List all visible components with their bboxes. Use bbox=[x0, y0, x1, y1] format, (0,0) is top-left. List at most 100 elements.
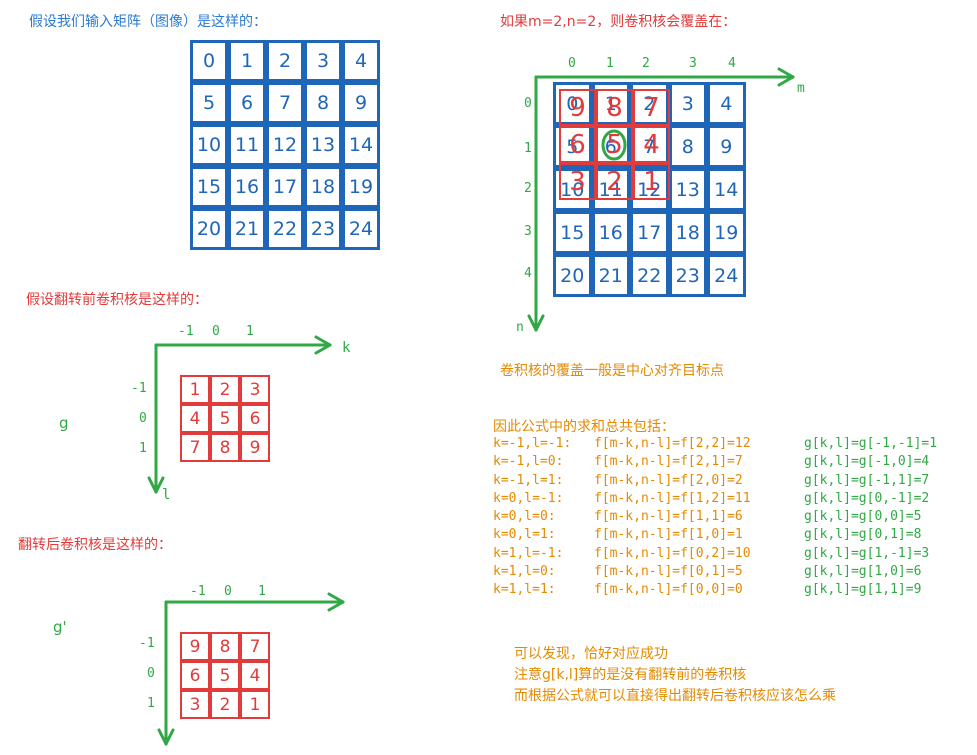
kernel-after-cell: 1 bbox=[240, 690, 270, 719]
input-matrix-cell: 4 bbox=[342, 40, 380, 82]
kernel-after-cell: 7 bbox=[240, 632, 270, 661]
kernel-before-row-tick: 1 bbox=[139, 441, 147, 456]
overlay-matrix-cell: 10 bbox=[553, 168, 592, 211]
kernel-before-col-tick: -1 bbox=[178, 324, 194, 339]
overlay-kernel-cell: 1 bbox=[633, 163, 670, 200]
kernel-before-l-axis-head bbox=[154, 476, 165, 494]
formula-condition: k=1,l=-1: bbox=[493, 545, 564, 561]
overlay-matrix-cell: 18 bbox=[668, 211, 707, 254]
kernel-after-row-tick: 1 bbox=[147, 696, 155, 711]
overlay-matrix-cell: 11 bbox=[591, 168, 630, 211]
input-matrix-cell: 6 bbox=[228, 82, 266, 124]
overlay-kernel-cell: 4 bbox=[633, 126, 670, 163]
overlay-matrix-cell: 22 bbox=[630, 254, 669, 297]
formula-f-term: f[m-k,n-l]=f[0,1]=5 bbox=[594, 564, 743, 580]
kernel-before-col-tick: 0 bbox=[212, 324, 220, 339]
overlay-n-axis-label: n bbox=[516, 320, 524, 335]
kernel-after-cell: 8 bbox=[210, 632, 240, 661]
kernel-before-cell: 5 bbox=[210, 404, 240, 433]
overlay-matrix-cell: 19 bbox=[707, 211, 746, 254]
input-matrix-cell: 15 bbox=[190, 166, 228, 208]
kernel-before-title: 假设翻转前卷积核是这样的： bbox=[26, 292, 208, 308]
kernel-before-row-tick: -1 bbox=[131, 381, 147, 396]
formula-condition: k=0,l=-1: bbox=[493, 490, 564, 506]
overlay-kernel-cell: 8 bbox=[596, 89, 633, 126]
formula-g-term: g[k,l]=g[-1,-1]=1 bbox=[804, 436, 938, 451]
formula-f-term: f[m-k,n-l]=f[1,1]=6 bbox=[594, 509, 743, 525]
formula-condition: k=1,l=0: bbox=[493, 564, 556, 580]
kernel-before-cell: 6 bbox=[240, 404, 270, 433]
formula-condition: k=0,l=0: bbox=[493, 509, 556, 525]
formula-left-column: k=-1,l=-1:k=-1,l=0:k=-1,l=1:k=0,l=-1:k=0… bbox=[493, 435, 571, 600]
input-matrix-cell: 24 bbox=[342, 208, 380, 250]
input-matrix-cell: 17 bbox=[266, 166, 304, 208]
kernel-before-k-axis-head bbox=[314, 335, 332, 347]
formula-f-term: f[m-k,n-l]=f[2,1]=7 bbox=[594, 454, 743, 470]
overlay-col-tick: 2 bbox=[642, 56, 650, 71]
center-highlight bbox=[601, 129, 627, 161]
input-matrix-cell: 11 bbox=[228, 124, 266, 166]
kernel-after-row-tick: 0 bbox=[147, 666, 155, 681]
formula-condition: k=0,l=1: bbox=[493, 527, 556, 543]
formula-g-term: g[k,l]=g[-1,1]=7 bbox=[804, 472, 930, 488]
input-matrix-cell: 2 bbox=[266, 40, 304, 82]
formula-g-term: g[k,l]=g[1,0]=6 bbox=[804, 564, 922, 580]
kernel-before-label: g bbox=[59, 414, 69, 432]
input-matrix-cell: 16 bbox=[228, 166, 266, 208]
formula-condition: k=-1,l=-1: bbox=[493, 436, 572, 451]
kernel-after-cell: 6 bbox=[180, 661, 210, 690]
input-matrix-title: 假设我们输入矩阵（图像）是这样的： bbox=[29, 14, 267, 30]
kernel-before-cell: 9 bbox=[240, 433, 270, 462]
kernel-after-title: 翻转后卷积核是这样的： bbox=[18, 537, 172, 553]
overlay-row-tick: 4 bbox=[524, 266, 532, 281]
kernel-before-l-axis-label: l bbox=[162, 487, 171, 503]
overlay-matrix-cell: 21 bbox=[591, 254, 630, 297]
kernel-after-cell: 5 bbox=[210, 661, 240, 690]
kernel-after-l-axis-head bbox=[164, 728, 175, 746]
overlay-m-axis-head bbox=[777, 67, 795, 79]
formula-f-term: f[m-k,n-l]=f[0,0]=0 bbox=[594, 582, 743, 598]
input-matrix-cell: 20 bbox=[190, 208, 228, 250]
kernel-after-cell: 3 bbox=[180, 690, 210, 719]
kernel-after-k-axis-head bbox=[327, 592, 345, 604]
overlay-kernel-cell: 3 bbox=[559, 163, 596, 200]
overlay-matrix-cell: 16 bbox=[591, 211, 630, 254]
input-matrix-cell: 13 bbox=[304, 124, 342, 166]
kernel-after-k-axis-head bbox=[327, 600, 345, 612]
input-matrix-cell: 23 bbox=[304, 208, 342, 250]
input-matrix-cell: 10 bbox=[190, 124, 228, 166]
kernel-after-l-axis-head bbox=[157, 728, 168, 746]
overlay-n-axis-head bbox=[534, 314, 545, 332]
formula-g-term: g[k,l]=g[1,1]=9 bbox=[804, 582, 922, 598]
overlay-row-tick: 0 bbox=[524, 96, 532, 111]
overlay-matrix-cell: 24 bbox=[707, 254, 746, 297]
formula-g-term: g[k,l]=g[0,-1]=2 bbox=[804, 490, 930, 506]
sum-intro: 因此公式中的求和总共包括： bbox=[493, 419, 675, 435]
overlay-matrix-cell: 0 bbox=[553, 82, 592, 125]
input-matrix-cell: 9 bbox=[342, 82, 380, 124]
input-matrix-cell: 3 bbox=[304, 40, 342, 82]
overlay-matrix-cell: 14 bbox=[707, 168, 746, 211]
formula-f-term: f[m-k,n-l]=f[2,2]=12 bbox=[594, 436, 751, 451]
input-matrix-cell: 21 bbox=[228, 208, 266, 250]
kernel-before-cell: 7 bbox=[180, 433, 210, 462]
input-matrix-cell: 14 bbox=[342, 124, 380, 166]
formula-g-term: g[k,l]=g[0,1]=8 bbox=[804, 527, 922, 543]
kernel-before-k-axis-label: k bbox=[342, 340, 351, 356]
formula-f-term: f[m-k,n-l]=f[1,0]=1 bbox=[594, 527, 743, 543]
formula-g-term: g[k,l]=g[1,-1]=3 bbox=[804, 545, 930, 561]
formula-g-term: g[k,l]=g[0,0]=5 bbox=[804, 509, 922, 525]
overlay-kernel-cell: 2 bbox=[596, 163, 633, 200]
kernel-before-l-axis-head bbox=[147, 476, 158, 494]
input-matrix-cell: 18 bbox=[304, 166, 342, 208]
overlay-matrix-cell: 17 bbox=[630, 211, 669, 254]
formula-mid-column: f[m-k,n-l]=f[2,2]=12 f[m-k,n-l]=f[2,1]=7 f… bbox=[594, 435, 751, 600]
overlay-matrix-cell: 1 bbox=[591, 82, 630, 125]
kernel-after-cell: 2 bbox=[210, 690, 240, 719]
kernel-after-cell: 9 bbox=[180, 632, 210, 661]
kernel-after-cell: 4 bbox=[240, 661, 270, 690]
overlay-n-axis-head bbox=[527, 314, 538, 332]
conclusion-line: 而根据公式就可以直接得出翻转后卷积核应该怎么乘 bbox=[514, 688, 836, 704]
